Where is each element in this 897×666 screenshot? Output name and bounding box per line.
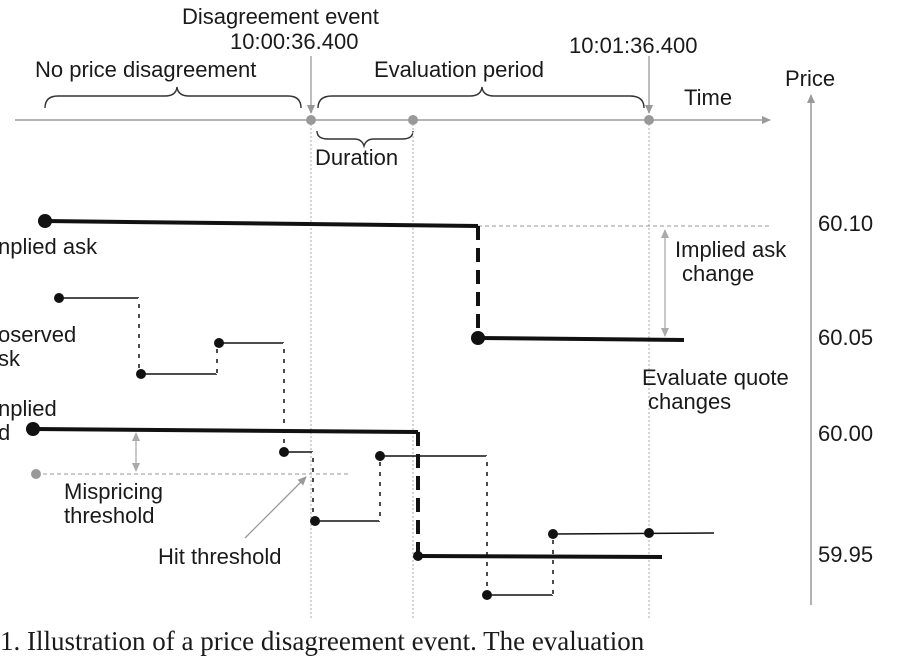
- duration-brace: [316, 130, 414, 149]
- end-time: 10:01:36.400: [569, 33, 698, 58]
- implied-bid-start-point: [26, 422, 40, 436]
- timeline-end-point: [644, 115, 654, 125]
- implied-ask-change-label-2: change: [682, 261, 755, 286]
- observed-ask-point: [644, 528, 654, 538]
- timeline-event-point: [306, 115, 316, 125]
- price-tick-label: 59.95: [818, 542, 874, 567]
- implied-bid-label-2: d: [0, 420, 11, 445]
- observed-ask-label-2: sk: [0, 346, 20, 371]
- implied-bid-label-1: nplied: [0, 396, 57, 421]
- evaluation-period-brace: [317, 86, 645, 109]
- hit-threshold-label: Hit threshold: [158, 544, 282, 569]
- event-title: Disagreement event: [182, 4, 379, 29]
- observed-ask-point: [310, 516, 320, 526]
- time-axis-label: Time: [684, 85, 733, 110]
- observed-ask-point: [375, 451, 385, 461]
- observed-ask-point: [548, 529, 558, 539]
- mispricing-label-1: Mispricing: [64, 479, 164, 504]
- duration-label: Duration: [315, 145, 399, 170]
- evaluate-quote-label-1: Evaluate quote: [642, 365, 789, 390]
- observed-ask-point: [136, 369, 146, 379]
- implied-ask-label: nplied ask: [0, 234, 98, 259]
- observed-ask-point: [54, 293, 64, 303]
- implied-bid-new: [417, 554, 663, 559]
- no-disagreement-label: No price disagreement: [35, 57, 257, 82]
- implied-ask-new-point: [471, 331, 485, 345]
- price-tick-label: 60.00: [818, 421, 874, 446]
- implied-ask-change-label-1: Implied ask: [675, 237, 787, 262]
- price-tick-label: 60.05: [818, 325, 874, 350]
- observed-ask-dashes: [138, 298, 554, 595]
- observed-ask-point: [482, 590, 492, 600]
- implied-ask-line: [44, 219, 479, 228]
- implied-ask-new: [477, 336, 685, 342]
- observed-ask-point: [214, 338, 224, 348]
- implied-bid-line: [32, 427, 419, 434]
- no-disagreement-brace: [44, 86, 302, 109]
- evaluation-period-label: Evaluation period: [374, 57, 545, 82]
- mispricing-label-2: threshold: [64, 503, 155, 528]
- observed-ask-point: [279, 447, 289, 457]
- hit-threshold-pointer: [244, 476, 307, 539]
- price-axis-label: Price: [785, 66, 836, 91]
- implied-ask-start-point: [38, 214, 52, 228]
- figure-caption: 1. Illustration of a price disagreement …: [0, 626, 645, 656]
- event-time: 10:00:36.400: [230, 29, 359, 54]
- observed-ask-label-1: oserved: [0, 322, 77, 347]
- price-tick-label: 60.10: [818, 211, 874, 236]
- timeline-duration-point: [408, 115, 418, 125]
- evaluate-quote-label-2: changes: [648, 389, 732, 414]
- mispricing-threshold-point: [31, 469, 41, 479]
- implied-bid-new-point: [413, 551, 423, 561]
